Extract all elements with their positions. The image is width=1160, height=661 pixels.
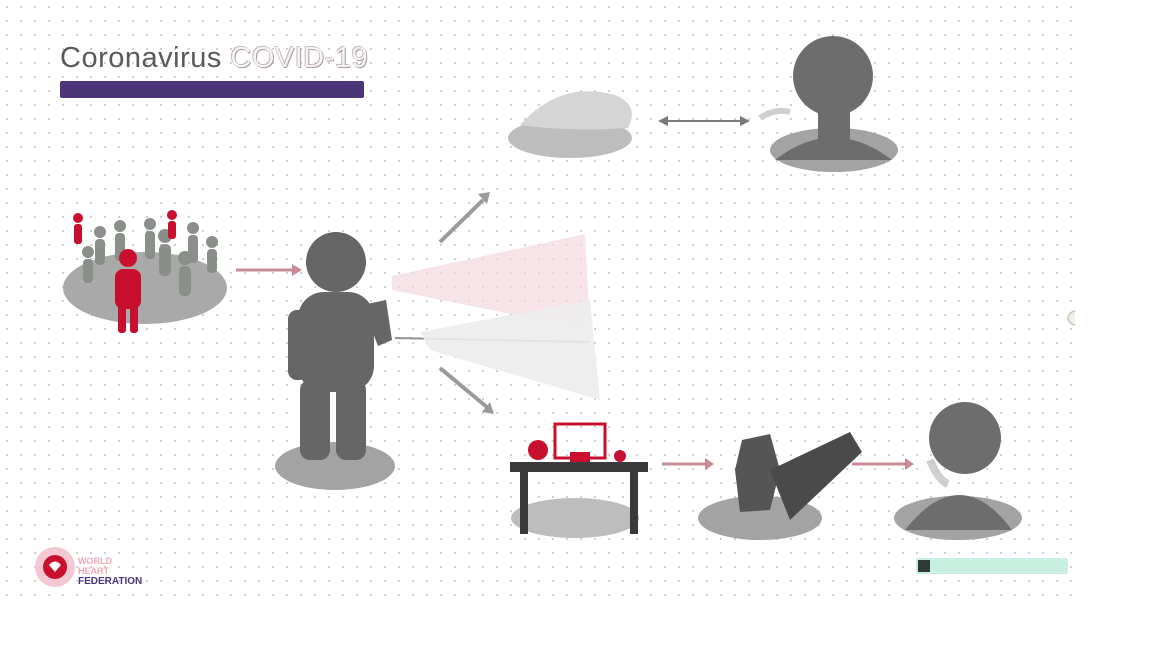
arrow-surface-to-hand [662,458,714,470]
page-title: Coronavirus COVID-19 [60,42,368,75]
subtitle-bar [60,81,364,98]
title-part1: Coronavirus [60,42,222,74]
logo-line3: FEDERATION [78,577,142,587]
arrow-to-aerosol [440,192,490,242]
logo-line2: HEART [78,566,109,576]
crowd-icon [63,210,227,333]
logo-line1: WORLD [78,556,112,566]
arrow-crowd-to-person [236,264,302,276]
source-bar [916,558,1068,574]
arrow-hand-to-face [852,458,914,470]
droplet-spray [392,234,600,400]
arrow-aerosol-to-head [658,116,750,126]
arrow-to-surface [440,368,494,414]
right-fade [1075,0,1160,661]
head-inhaling-icon [760,36,898,172]
face-touch-icon [894,402,1022,540]
heart-logo-icon [35,547,75,587]
aerosol-cloud-icon [508,91,632,158]
hand-icon [698,432,862,540]
table-icon [510,424,648,538]
bottom-fade [0,600,1160,661]
source-icon [918,560,930,572]
title-part2: COVID-19 [230,42,368,74]
